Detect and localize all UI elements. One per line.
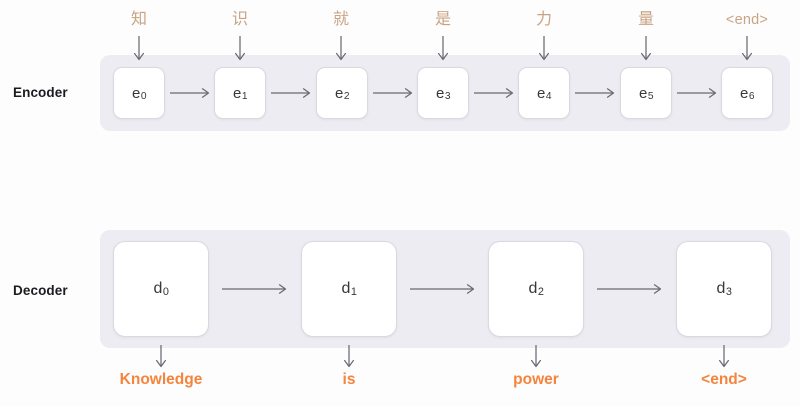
encoder-input-token-0: 知	[130, 11, 147, 28]
encoder-cell-4-sub: 4	[545, 90, 552, 102]
decoder-output-token-1: is	[342, 371, 356, 388]
decoder-output-arrow-2	[530, 345, 544, 371]
encoder-cell-1-sub: 1	[241, 90, 248, 102]
encoder-row-label: Encoder	[13, 85, 68, 100]
encoder-cell-0-sub: 0	[140, 90, 147, 102]
decoder-cell-1-sub: 1	[350, 286, 357, 298]
decoder-cell-3-sub: 3	[725, 286, 732, 298]
decoder-output-arrow-1	[343, 345, 357, 371]
encoder-input-token-1: 识	[231, 11, 248, 28]
encoder-cell-6-base: e	[739, 84, 749, 102]
encoder-cell-3-base: e	[435, 84, 445, 102]
decoder-cell-3-base: d	[716, 280, 726, 297]
decoder-output-token-0: Knowledge	[119, 371, 203, 388]
encoder-cell-5-base: e	[638, 84, 648, 102]
decoder-cell-2-sub: 2	[537, 286, 544, 298]
decoder-output-token-3: <end>	[701, 371, 747, 388]
encoder-input-token-2: 就	[332, 11, 349, 28]
decoder-cell-0-sub: 0	[162, 286, 169, 298]
decoder-output-arrow-0	[155, 345, 169, 371]
decoder-output-arrow-3	[718, 345, 732, 371]
encoder-input-token-3: 是	[434, 11, 451, 28]
encoder-cell-3-sub: 3	[444, 90, 451, 102]
encoder-input-token-4: 力	[535, 11, 552, 28]
encoder-cell-1-base: e	[232, 84, 242, 102]
decoder-row-label: Decoder	[13, 283, 68, 298]
encoder-cell-2-base: e	[334, 84, 344, 102]
decoder-output-token-2: power	[513, 371, 559, 388]
encoder-input-token-6: <end>	[725, 12, 769, 28]
encoder-cell-6-sub: 6	[748, 90, 755, 102]
encoder-cell-0-base: e	[131, 84, 141, 102]
encoder-cell-5-sub: 5	[647, 90, 654, 102]
encoder-cell-2-sub: 2	[343, 90, 350, 102]
encoder-cell-4-base: e	[536, 84, 546, 102]
decoder-cell-2-base: d	[528, 280, 538, 297]
encoder-input-token-5: 量	[637, 11, 654, 28]
decoder-cell-0-base: d	[153, 280, 163, 297]
decoder-cell-1-base: d	[341, 280, 351, 297]
